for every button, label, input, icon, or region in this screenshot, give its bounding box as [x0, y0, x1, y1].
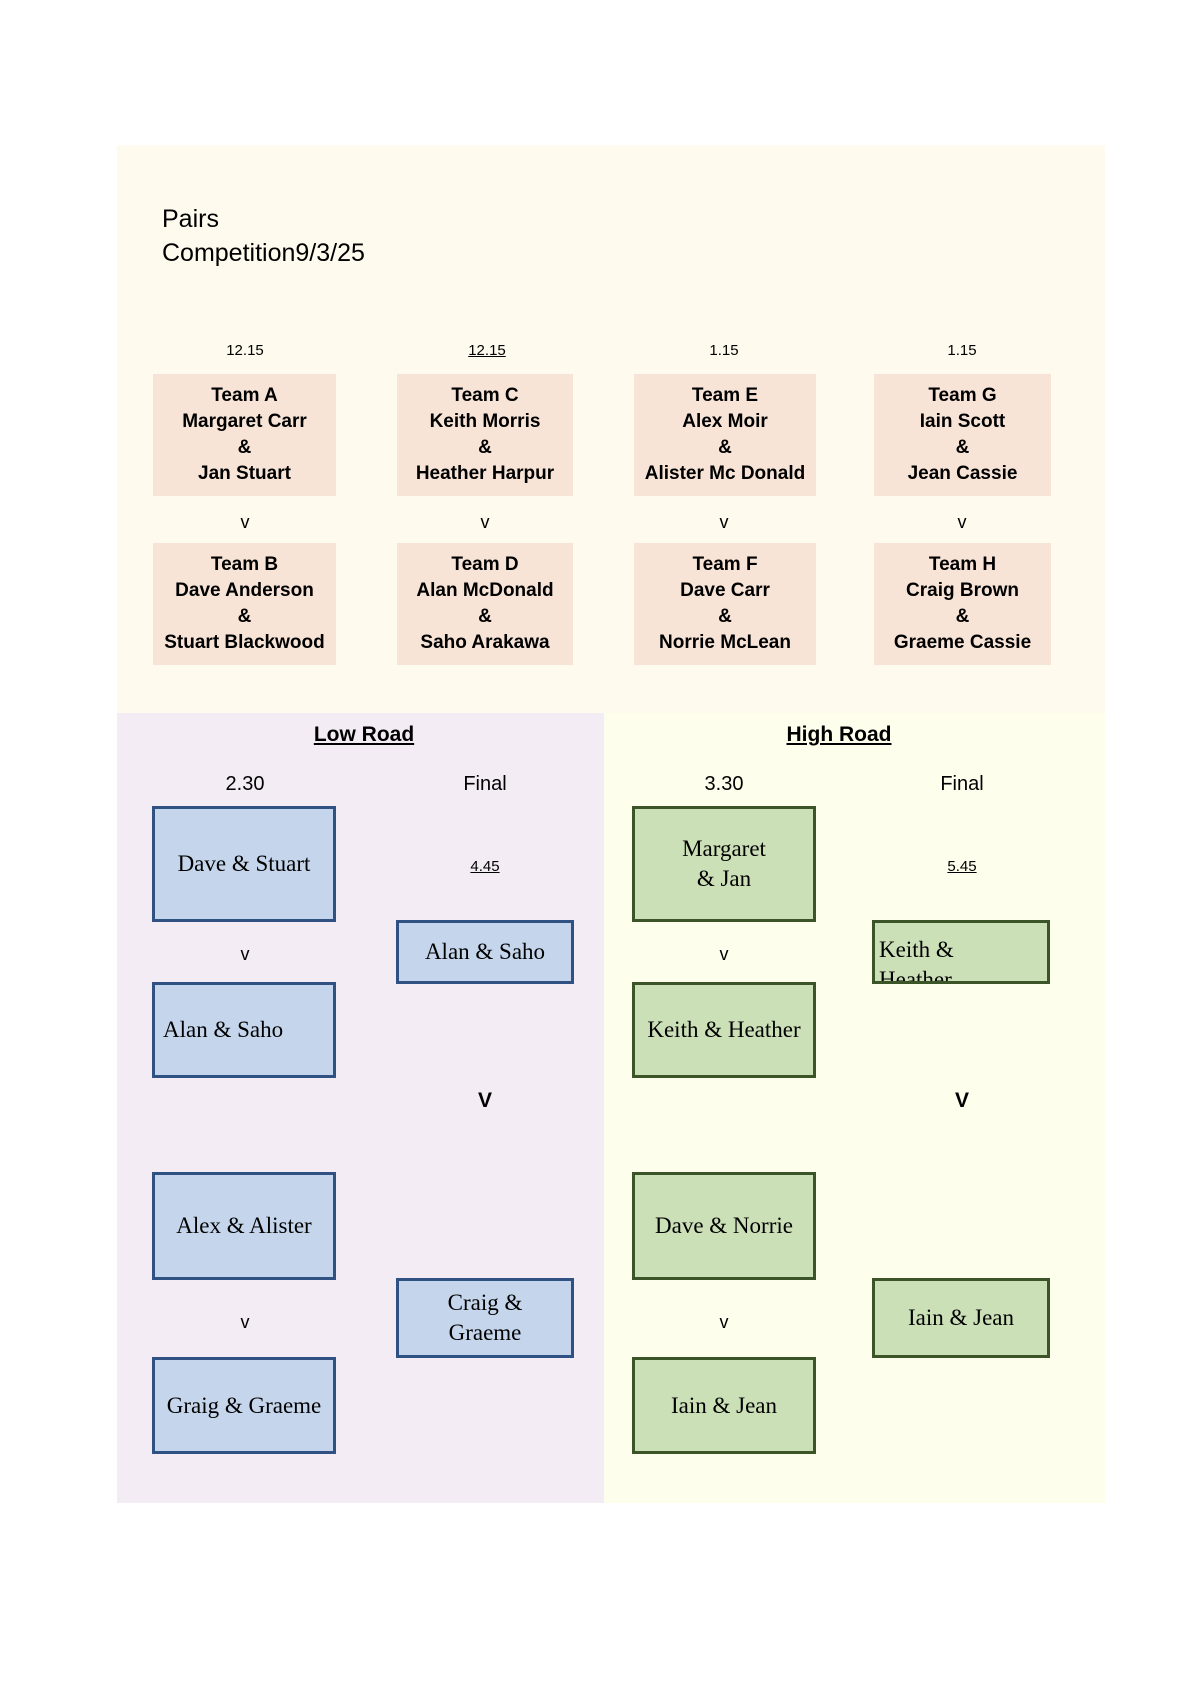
pair-name: Alex & Alister: [176, 1213, 312, 1238]
player-name: Norrie McLean: [659, 632, 791, 653]
pair-name: Heather: [879, 967, 952, 984]
pair-box: Graig & Graeme: [152, 1357, 336, 1454]
team-card-f: Team F Dave Carr & Norrie McLean: [634, 543, 816, 665]
ampersand: &: [237, 437, 252, 458]
ampersand: &: [718, 606, 732, 627]
versus-label: v: [719, 944, 729, 964]
ampersand: &: [955, 606, 970, 627]
low-road-title: Low Road: [313, 723, 415, 746]
player-name: Jan Stuart: [198, 463, 291, 484]
pair-name: & Jan: [696, 866, 752, 891]
pair-name: Alan & Saho: [163, 1017, 284, 1042]
pair-box: Dave & Stuart: [152, 806, 336, 922]
team-card-d: Team D Alan McDonald & Saho Arakawa: [397, 543, 573, 665]
pair-name: Dave & Stuart: [177, 851, 311, 876]
team-name: Team F: [692, 554, 758, 575]
versus-label: v: [240, 1312, 250, 1332]
team-name: Team A: [211, 385, 278, 406]
player-name: Craig Brown: [906, 580, 1019, 601]
finalist-box: Alan & Saho: [396, 920, 574, 984]
pair-box: Alan & Saho: [152, 982, 336, 1078]
ampersand: &: [237, 606, 252, 627]
player-name: Dave Carr: [680, 580, 770, 601]
versus-label: v: [240, 512, 250, 532]
pair-box: Margaret & Jan: [632, 806, 816, 922]
player-name: Heather Harpur: [415, 463, 555, 484]
versus-label: v: [719, 512, 729, 532]
pair-name: Alan & Saho: [424, 939, 546, 964]
pair-name: Margaret: [682, 836, 766, 861]
ampersand: &: [478, 437, 492, 458]
high-road-final-label: Final: [940, 773, 984, 795]
pair-name: Keith & Heather: [647, 1017, 801, 1042]
team-card-a: Team A Margaret Carr & Jan Stuart: [153, 374, 336, 496]
pair-name: Iain & Jean: [670, 1392, 777, 1418]
team-card-h: Team H Craig Brown & Graeme Cassie: [874, 543, 1051, 665]
team-name: Team D: [451, 554, 519, 575]
player-name: Keith Morris: [429, 411, 541, 432]
player-name: Margaret Carr: [182, 411, 307, 432]
player-name: Alan McDonald: [416, 580, 554, 601]
team-name: Team E: [691, 385, 759, 406]
low-road-final-label: Final: [463, 773, 507, 795]
ampersand: &: [478, 606, 492, 627]
versus-label: v: [240, 944, 250, 964]
team-name: Team C: [451, 385, 519, 406]
versus-label: v: [957, 512, 967, 532]
pair-name: Keith &: [879, 937, 954, 962]
team-card-b: Team B Dave Anderson & Stuart Blackwood: [153, 543, 336, 665]
pair-name: Craig &: [447, 1290, 523, 1315]
team-name: Team G: [928, 385, 997, 406]
high-road-title: High Road: [786, 723, 892, 746]
final-versus-label: V: [477, 1089, 492, 1112]
player-name: Iain Scott: [919, 411, 1006, 432]
team-name: Team H: [928, 554, 997, 575]
player-name: Saho Arakawa: [420, 632, 550, 653]
high-road-semi-time: 3.30: [704, 773, 744, 795]
match-time: 12.15: [226, 342, 264, 359]
match-time: 1.15: [709, 342, 739, 359]
match-time: 1.15: [947, 342, 977, 359]
high-road-final-time: 5.45: [947, 858, 977, 875]
pair-name: Iain & Jean: [907, 1305, 1014, 1330]
player-name: Alister Mc Donald: [644, 463, 806, 484]
ampersand: &: [718, 437, 732, 458]
ampersand: &: [955, 437, 970, 458]
pair-box: Alex & Alister: [152, 1172, 336, 1280]
pair-name: Graeme: [448, 1320, 522, 1345]
pair-box: Iain & Jean: [632, 1357, 816, 1454]
team-name: Team B: [210, 554, 279, 575]
final-versus-label: V: [954, 1089, 969, 1112]
finalist-box: Keith & Heather: [872, 920, 1050, 984]
low-road-semi-time: 2.30: [225, 773, 265, 795]
player-name: Graeme Cassie: [893, 632, 1032, 653]
team-card-c: Team C Keith Morris & Heather Harpur: [397, 374, 573, 496]
versus-label: v: [719, 1312, 729, 1332]
player-name: Dave Anderson: [175, 580, 314, 601]
low-road-final-time: 4.45: [470, 858, 500, 875]
pair-box: Dave & Norrie: [632, 1172, 816, 1280]
page-title-line2: Competition9/3/25: [162, 239, 365, 267]
match-time: 12.15: [468, 342, 506, 359]
pair-name: Dave & Norrie: [655, 1213, 793, 1238]
player-name: Jean Cassie: [907, 463, 1018, 484]
team-card-e: Team E Alex Moir & Alister Mc Donald: [634, 374, 816, 496]
page-title-line1: Pairs: [162, 205, 219, 233]
team-card-g: Team G Iain Scott & Jean Cassie: [874, 374, 1051, 496]
pair-name: Graig & Graeme: [166, 1392, 322, 1418]
finalist-box: Iain & Jean: [872, 1278, 1050, 1358]
player-name: Alex Moir: [682, 411, 768, 432]
player-name: Stuart Blackwood: [164, 632, 325, 653]
versus-label: v: [480, 512, 490, 532]
pair-box: Keith & Heather: [632, 982, 816, 1078]
finalist-box: Craig & Graeme: [396, 1278, 574, 1358]
